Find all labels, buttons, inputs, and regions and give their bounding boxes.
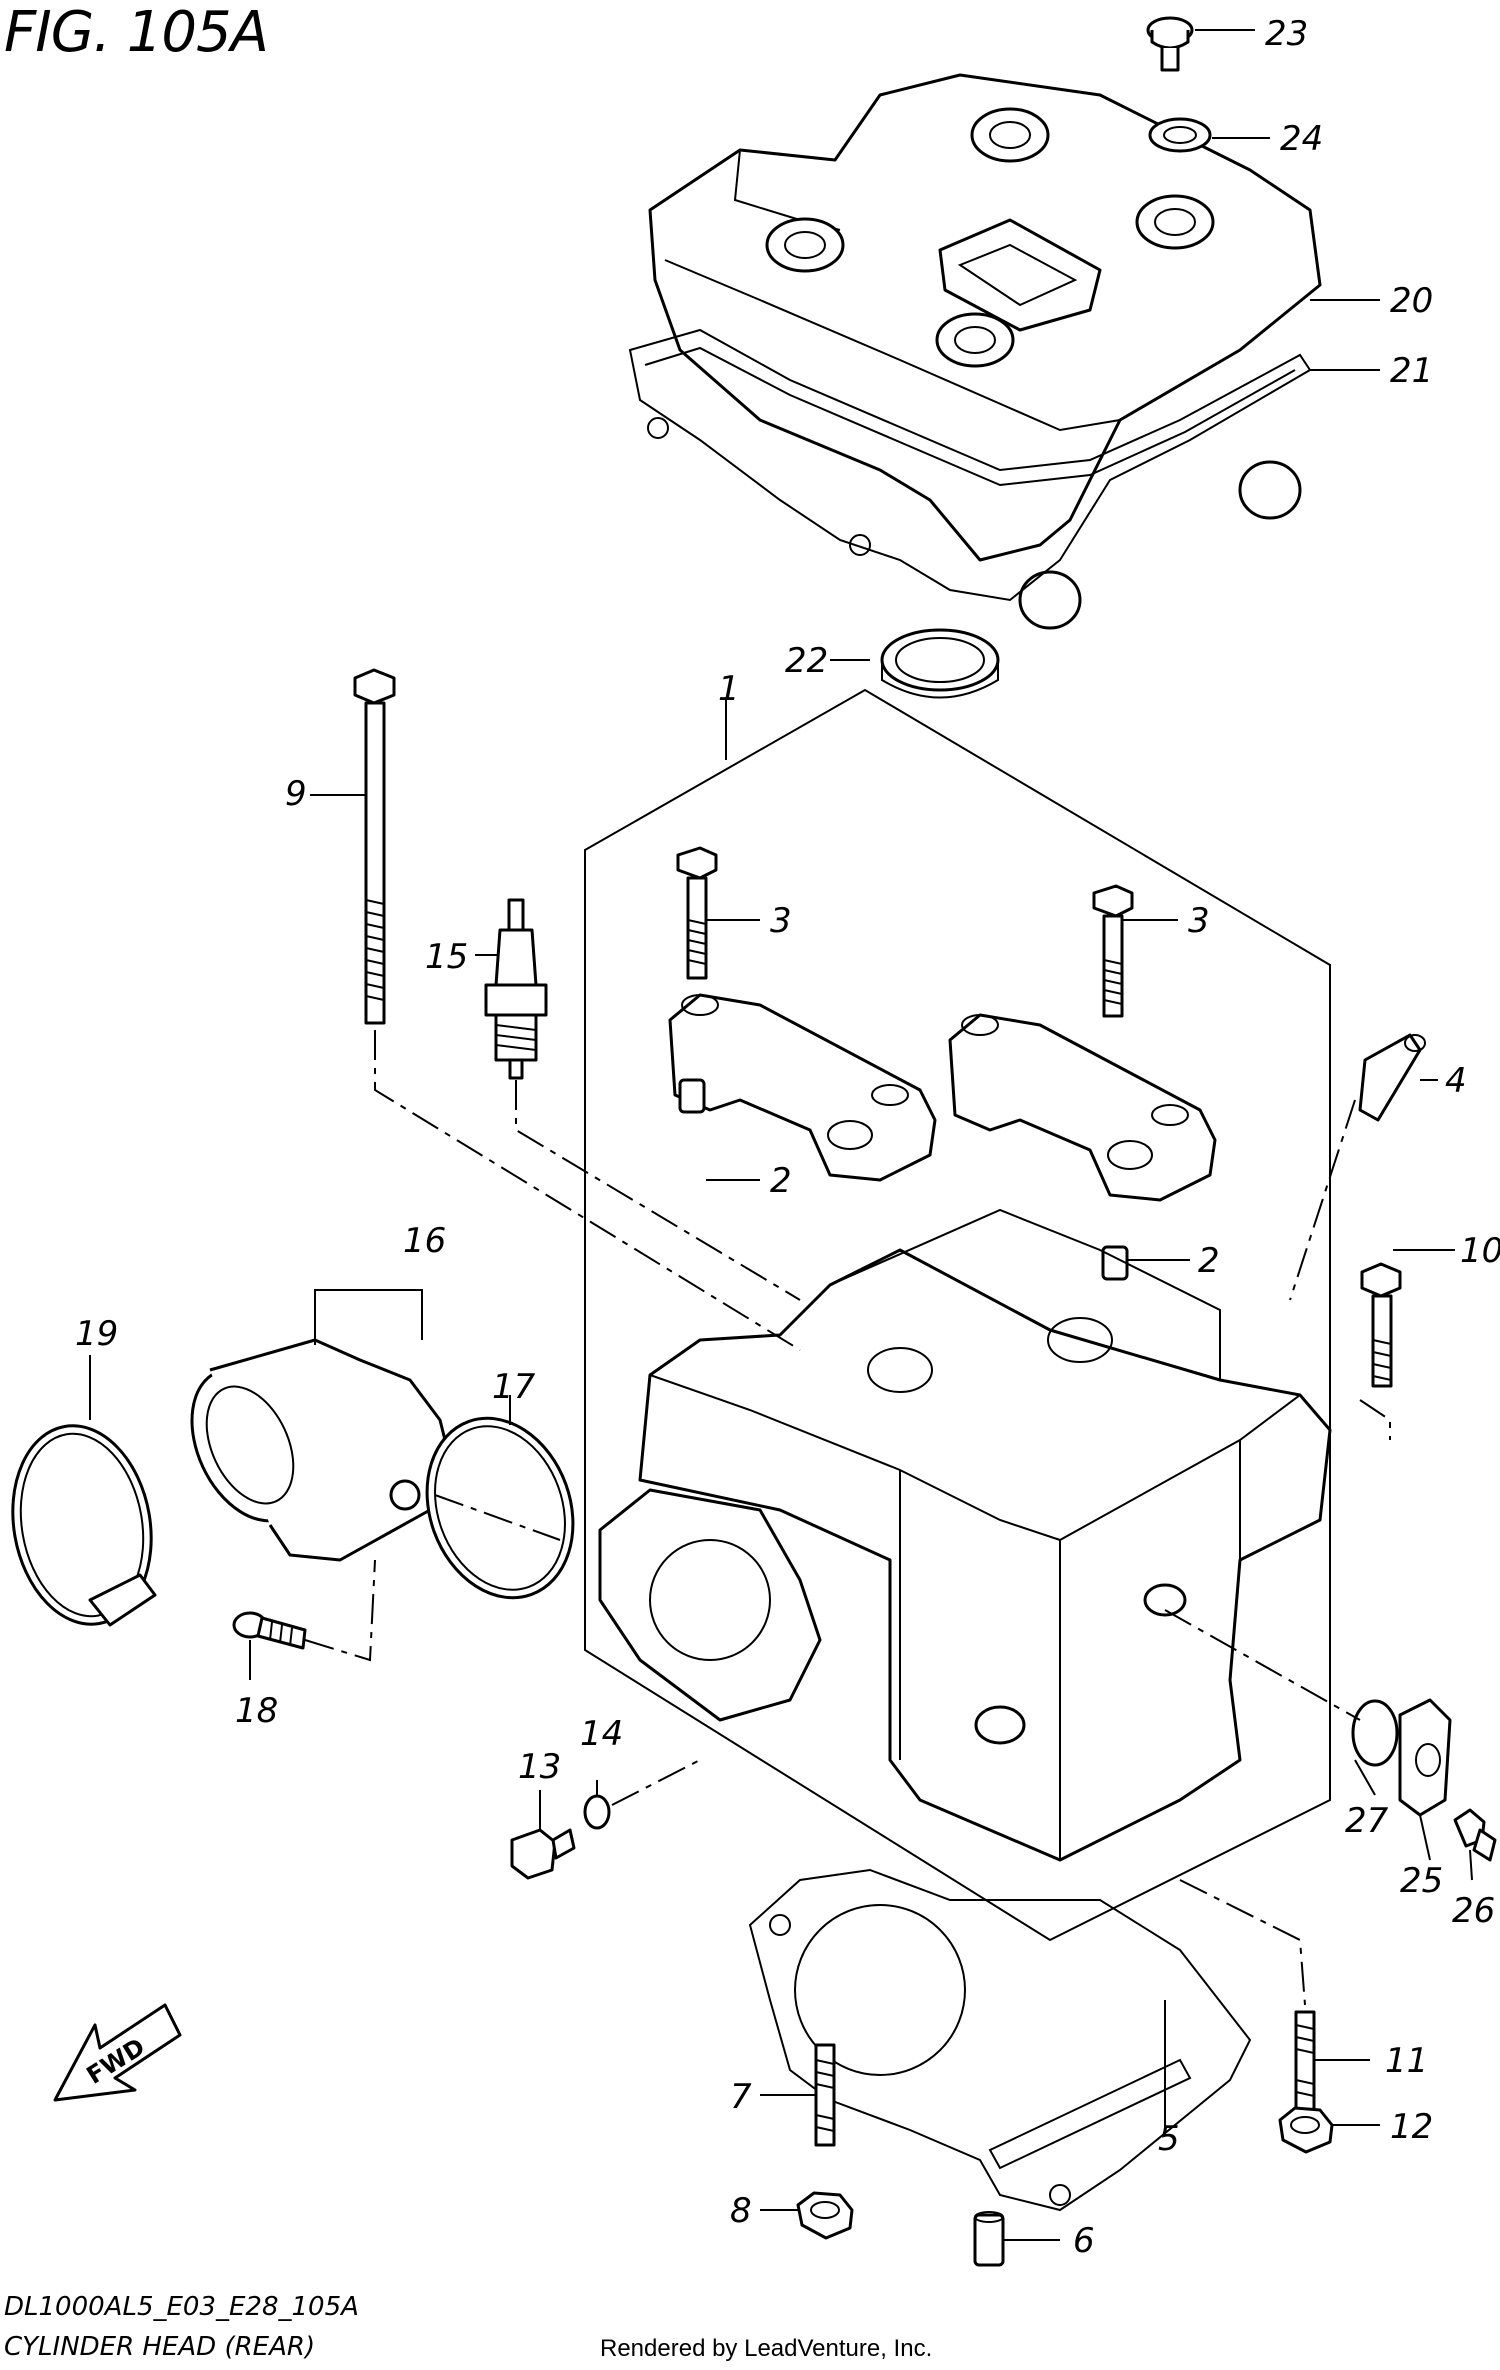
callout-3b: 3 [1188,901,1210,941]
callout-2b: 2 [1198,1241,1220,1281]
callout-1: 1 [718,669,740,709]
oil-gallery-bolt[interactable] [510,1828,576,1880]
dowel-pin[interactable] [1101,1245,1129,1281]
cylinder-head-gasket[interactable] [748,1868,1252,2212]
cylinder-head-bolt[interactable] [1360,1262,1402,1388]
render-credit: Rendered by LeadVenture, Inc. [600,2335,933,2362]
callout-17: 17 [492,1367,536,1407]
water-outlet-bolt[interactable] [1453,1808,1497,1862]
diagram-code: DL1000AL5_E03_E28_105A [4,2292,359,2322]
camshaft-housing[interactable] [668,993,937,1182]
intake-pipe[interactable] [169,1338,452,1562]
oil-gallery-washer[interactable] [583,1794,611,1830]
callout-15: 15 [425,937,468,977]
intake-o-ring[interactable] [403,1398,597,1619]
forward-direction-arrow: FWD [53,2003,182,2102]
spark-plug[interactable] [484,898,548,1080]
callout-27: 27 [1345,1801,1389,1841]
callout-8: 8 [730,2191,752,2231]
callout-3a: 3 [770,901,792,941]
cylinder-nut[interactable] [796,2191,854,2240]
callout-numbers: 23 24 20 21 22 1 9 3 3 15 4 2 2 10 16 19… [75,14,1500,2261]
callout-11: 11 [1385,2041,1428,2081]
diagram-caption: CYLINDER HEAD (REAR) [4,2332,316,2362]
cylinder-dowel-pin[interactable] [973,2211,1005,2267]
cylinder-nut[interactable] [1278,2106,1334,2154]
callout-26: 26 [1452,1891,1495,1931]
callout-6: 6 [1073,2221,1095,2261]
callout-23: 23 [1265,14,1308,54]
callout-2a: 2 [770,1161,792,1201]
callout-18: 18 [235,1691,278,1731]
cylinder-head-assembly-outline [584,688,1331,1942]
cylinder-head-cover[interactable] [648,73,1322,630]
callout-20: 20 [1390,281,1433,321]
callout-14: 14 [580,1714,623,1754]
camshaft-housing-bolt[interactable] [1092,884,1134,1018]
callout-24: 24 [1280,119,1323,159]
spark-plug-seal[interactable] [880,628,1000,699]
callout-12: 12 [1390,2107,1433,2147]
camshaft-housing-bolt[interactable] [676,846,718,980]
callout-19: 19 [75,1314,118,1354]
water-outlet-o-ring[interactable] [1351,1699,1399,1767]
water-outlet-cover[interactable] [1398,1698,1452,1817]
cylinder-head-long-bolt[interactable] [353,668,396,1025]
cylinder-stud[interactable] [1294,2010,1316,2114]
callout-22: 22 [785,641,828,681]
intake-clamp[interactable] [0,1415,166,1636]
callout-7: 7 [730,2077,752,2117]
callout-9: 9 [285,774,307,814]
cover-bolt[interactable] [1146,16,1194,72]
callout-4: 4 [1445,1061,1467,1101]
cam-chain-guide[interactable] [1358,1033,1426,1122]
figure-title: FIG. 105A [4,0,269,65]
camshaft-housing[interactable] [948,1013,1217,1202]
intake-screw[interactable] [232,1611,307,1650]
callout-10: 10 [1460,1231,1500,1271]
callout-13: 13 [518,1747,561,1787]
leader-lines [89,29,1473,2241]
callout-16: 16 [403,1221,446,1261]
head-cover-gasket[interactable] [628,328,1312,602]
dowel-pin[interactable] [678,1078,706,1114]
cover-washer[interactable] [1148,117,1212,153]
callout-5: 5 [1158,2119,1180,2159]
cylinder-stud[interactable] [814,2043,836,2147]
cylinder-head[interactable] [598,1208,1332,1862]
callout-21: 21 [1390,351,1433,391]
callout-25: 25 [1400,1861,1443,1901]
